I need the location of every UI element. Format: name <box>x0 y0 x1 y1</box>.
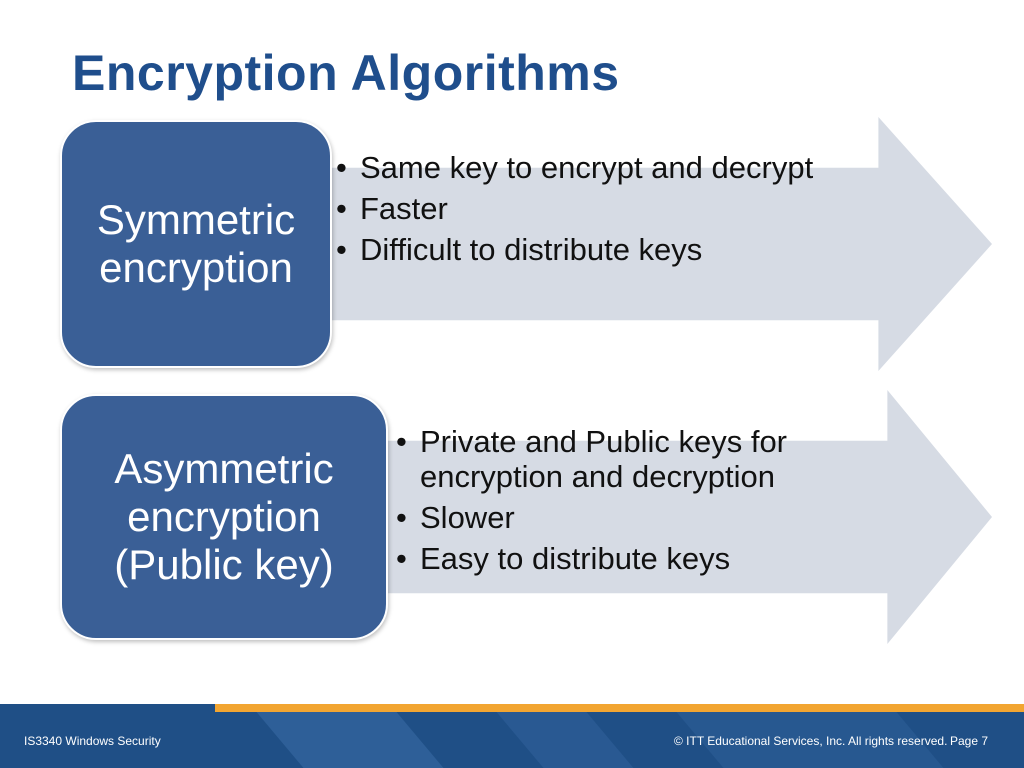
footer-copyright: © ITT Educational Services, Inc. All rig… <box>674 734 948 748</box>
bullet-item: Difficult to distribute keys <box>336 232 896 267</box>
bullet-item: Easy to distribute keys <box>396 541 896 576</box>
bullet-item: Same key to encrypt and decrypt <box>336 150 896 185</box>
footer-bar: IS3340 Windows Security © ITT Educationa… <box>0 704 1024 768</box>
footer-accent-stripe <box>215 704 1024 712</box>
label-box-symmetric: Symmetric encryption <box>60 120 332 368</box>
footer-page-number: Page 7 <box>950 734 989 748</box>
bullet-item: Private and Public keys for encryption a… <box>396 424 896 494</box>
label-asymmetric: Asymmetric encryption (Public key) <box>114 445 334 588</box>
label-box-asymmetric: Asymmetric encryption (Public key) <box>60 394 388 640</box>
slide-title: Encryption Algorithms <box>72 45 620 101</box>
bullet-item: Slower <box>396 500 896 535</box>
bullet-list-symmetric: Same key to encrypt and decrypt Faster D… <box>336 150 896 273</box>
bullet-list-asymmetric: Private and Public keys for encryption a… <box>396 424 896 582</box>
bullet-item: Faster <box>336 191 896 226</box>
footer-decor-band <box>256 712 444 768</box>
footer-course-name: IS3340 Windows Security <box>24 734 161 748</box>
label-symmetric: Symmetric encryption <box>96 196 296 291</box>
footer-decor-band <box>496 712 634 768</box>
